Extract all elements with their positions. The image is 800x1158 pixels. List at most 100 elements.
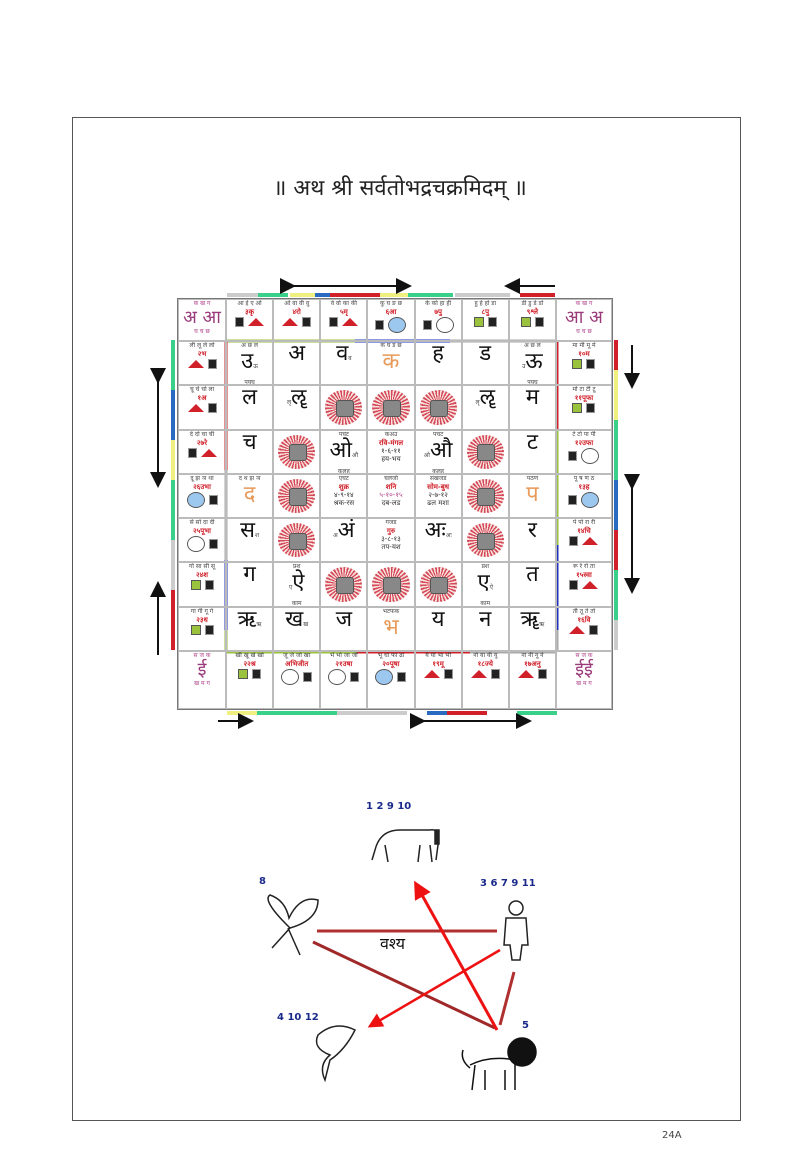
corner-top-right-bottom: घ च छ <box>576 328 592 335</box>
zodiac-scorpio-icon <box>419 567 457 602</box>
triangle-marker-icon <box>582 537 599 546</box>
corner-bottom-right-letter: ईई <box>575 658 593 680</box>
circle-marker-icon <box>186 491 205 508</box>
marker-group <box>368 668 413 686</box>
cell-bottom-text: काम <box>480 600 491 607</box>
cell-letter: द <box>243 481 256 507</box>
marker-group <box>557 447 611 465</box>
cell-main-letter: र <box>510 519 555 543</box>
cell-main-letter: त <box>510 563 555 587</box>
top-nakshatra-cell-letters: डी डु डे डो <box>521 300 544 307</box>
chakra-cell: ह <box>414 341 462 386</box>
planet-box-icon <box>589 624 599 635</box>
left-nakshatra-cell-nakshatra: २३ध <box>196 615 208 624</box>
marker-group <box>179 447 225 459</box>
bottom-nakshatra-cell-nakshatra: २१उषा <box>335 659 353 668</box>
cell-info-line: हय-भय <box>381 454 401 463</box>
cell-info-line: श्रक-रस <box>333 498 355 507</box>
bottom-nakshatra-cell: नो या यी यु१८ज्ये <box>461 650 509 709</box>
circle-marker-icon <box>328 668 347 685</box>
marker-group <box>321 316 366 328</box>
cell-main-letter: एऐ <box>463 571 508 600</box>
horse-numbers: 1 2 9 10 <box>366 801 412 812</box>
fish-icon <box>315 1025 357 1083</box>
cell-main-letter: लृॡ <box>463 386 508 415</box>
cell-main-letter: च <box>227 431 272 455</box>
bottom-nakshatra-cell-nakshatra: अभिजीत <box>285 659 309 668</box>
cell-top-letters: अ छ ल <box>524 342 541 349</box>
right-nakshatra-cell-letters: टे टो पा पी <box>572 430 596 438</box>
top-nakshatra-cell-nakshatra: ५मृ <box>339 308 348 316</box>
border-color-strips <box>171 293 618 715</box>
marker-group <box>557 535 611 547</box>
bottom-nakshatra-cell-letters: ना नी नू ने <box>521 651 544 659</box>
chakra-cell: य <box>414 606 462 651</box>
right-nakshatra-cell: ती तू ते तो१६वि <box>555 606 612 651</box>
chakra-cell: सश <box>226 518 274 563</box>
planet-box-icon <box>569 536 579 547</box>
zodiac-gemini-icon <box>372 390 410 425</box>
right-nakshatra-cell: रू रे रो ता१५स्वा <box>555 562 612 607</box>
top-nakshatra-cell-letters: हु हे हो डा <box>474 300 497 307</box>
marker-group <box>179 579 225 591</box>
bottom-nakshatra-cell-letters: नो या यी यु <box>473 651 498 659</box>
chakra-cell <box>461 473 509 519</box>
chakra-cell: ऋऋ <box>226 606 274 651</box>
cell-main-letter: अःअः <box>416 519 461 548</box>
horse-icon <box>371 829 440 863</box>
cell-letter: अ <box>288 341 306 366</box>
corner-top-left-bottom: घ च छ <box>194 328 210 335</box>
chakra-cell <box>367 385 415 430</box>
cell-top-letters: द थ झ ञ <box>238 474 261 482</box>
left-nakshatra-cell-nakshatra: २भ <box>197 350 207 358</box>
triangle-marker-icon <box>248 318 265 326</box>
circle-marker-icon <box>375 668 394 685</box>
top-nakshatra-cell: वे वो का की५मृ <box>320 299 368 341</box>
planet-box-icon <box>207 403 217 414</box>
marker-group <box>179 624 225 636</box>
bottom-nakshatra-cell-letters: जू जे जो खा <box>283 651 311 659</box>
cell-main-letter: प <box>510 482 555 507</box>
cell-suffix-letter: व <box>348 355 352 362</box>
cell-top-letters: पचट <box>338 430 349 438</box>
cell-prefix-letter: लृ <box>286 399 292 407</box>
marker-group <box>510 316 555 328</box>
marker-group <box>274 316 319 328</box>
chakra-cell: ड <box>461 341 509 386</box>
planet-box-icon <box>204 580 214 591</box>
planet-box-icon <box>208 539 218 550</box>
bottom-nakshatra-cell: भे भो जा जी२१उषा <box>320 650 368 709</box>
cell-main-letter: उऊ <box>227 350 272 379</box>
chakra-cell: ज <box>320 606 368 651</box>
planet-box-icon <box>302 317 312 327</box>
cell-prefix-letter: उ <box>522 363 526 370</box>
planet-box-icon <box>443 668 453 679</box>
cell-bottom-text: पयघ <box>244 379 255 386</box>
left-nakshatra-cell-nakshatra: १अ <box>197 394 207 403</box>
insect-numbers: 8 <box>259 876 266 887</box>
lion-icon <box>461 1037 537 1091</box>
cell-top-letters: कअउ <box>384 430 398 438</box>
cell-letter: ल <box>242 385 258 411</box>
marker-group <box>416 668 461 680</box>
cell-letter: ऐ <box>292 570 305 596</box>
cell-main-letter: ट <box>510 431 555 455</box>
top-nakshatra-cell-nakshatra: ८पु <box>481 308 490 316</box>
cell-top-letters: क घ ड छ <box>380 342 402 349</box>
cell-bottom-text: काम <box>291 600 302 607</box>
right-nakshatra-cell-nakshatra: १३ह <box>578 482 590 491</box>
circle-marker-icon <box>581 447 600 464</box>
chakra-cell <box>367 562 415 607</box>
circle-marker-icon <box>435 317 454 333</box>
right-nakshatra-cell-letters: मा मी मू मे <box>572 342 596 349</box>
cell-info-line: शुक्र <box>338 482 349 491</box>
cell-top-letters: गजड <box>385 519 397 527</box>
planet-box-icon <box>537 668 547 679</box>
corner-bottom-right-top: स ज क <box>575 651 593 659</box>
cell-info-line: गुरु <box>386 527 396 536</box>
